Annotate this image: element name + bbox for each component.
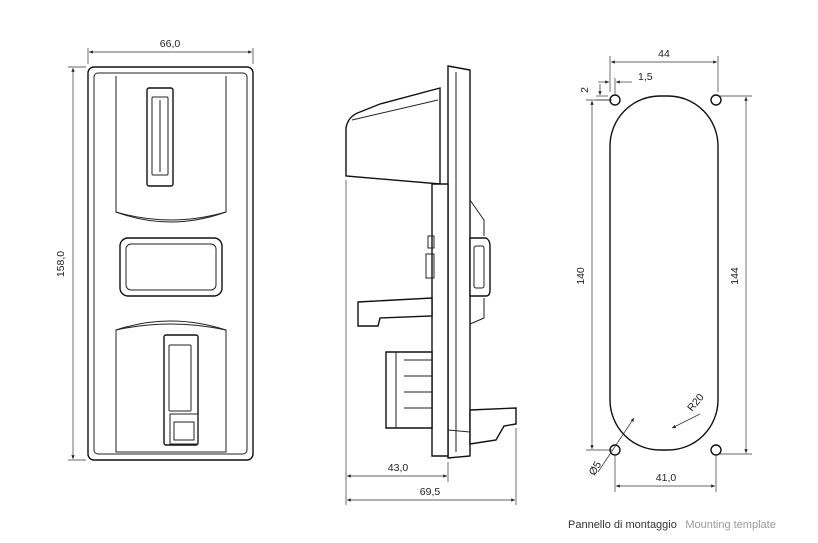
template-cutout	[609, 95, 719, 451]
front-view: 66,0 158,0	[55, 38, 254, 461]
side-front-plate	[447, 65, 471, 459]
template-hole-diameter-label: Ø5	[587, 459, 604, 477]
template-outer-height-label: 144	[729, 267, 741, 285]
front-height-label: 158,0	[55, 251, 67, 277]
reject-button	[119, 237, 223, 297]
template-inner-height-label: 140	[575, 267, 587, 285]
side-depth-partial-label: 43,0	[388, 462, 409, 474]
template-bottom-width-label: 41,0	[656, 472, 677, 484]
side-button	[469, 237, 491, 297]
side-bottom-lip	[469, 407, 517, 445]
lower-coin-slot-module	[115, 320, 227, 453]
template-offset-2-label: 2	[579, 87, 591, 93]
side-middle-ledge	[357, 297, 433, 327]
front-width-dimension: 66,0	[87, 38, 254, 64]
front-body-inner-outline	[93, 72, 248, 455]
side-view: 43,0 69,5	[345, 65, 517, 505]
caption: Pannello di montaggio Mounting template	[568, 515, 776, 532]
side-depth-total-label: 69,5	[420, 486, 441, 498]
mounting-hole-bottom-right	[710, 444, 722, 456]
front-height-dimension: 158,0	[55, 66, 86, 461]
template-offset-1-5-label: 1,5	[638, 71, 653, 83]
side-connector-block	[385, 351, 433, 429]
mounting-template: 44 1,5 2 140 144 R20 Ø5 41,0	[575, 48, 752, 492]
caption-italian: Pannello di montaggio	[568, 519, 677, 531]
lower-coin-slot	[163, 334, 199, 446]
side-upper-housing	[345, 87, 441, 185]
front-width-label: 66,0	[160, 38, 181, 50]
template-top-width-label: 44	[658, 48, 670, 60]
upper-coin-slot-module	[115, 76, 227, 223]
caption-english: Mounting template	[685, 519, 776, 531]
mounting-hole-top-right	[710, 94, 722, 106]
side-depth-dimensions: 43,0 69,5	[345, 180, 517, 505]
